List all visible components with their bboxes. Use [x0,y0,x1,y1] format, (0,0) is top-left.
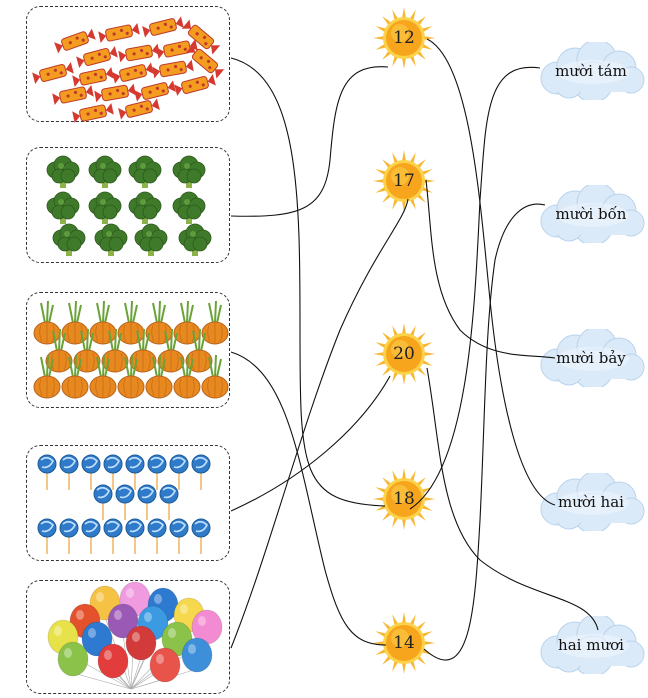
sun-18[interactable]: 18 [372,467,436,531]
onion-box [26,292,230,408]
cloud-icon [540,473,645,531]
line-broccoli-to-12 [230,66,389,217]
cloud-label: mười bốn [555,205,627,223]
cloud-icon [540,42,645,100]
cloud-icon [540,616,645,674]
line-balloon-to-17 [230,198,409,649]
sun-number: 14 [393,633,415,653]
cloud-label: mười bảy [556,349,626,367]
sun-icon [373,468,435,530]
line-14-to-muoi-bon [423,203,546,661]
cloud-muoi-tam[interactable]: mười tám [535,42,647,100]
cloud-muoi-bon[interactable]: mười bốn [535,185,647,243]
line-18-to-muoi-tam [409,66,541,510]
cloud-hai-muoi[interactable]: hai mươi [535,616,647,674]
cloud-label: hai mươi [558,636,624,654]
cloud-icon [540,185,645,243]
lollipop-icons [37,454,211,554]
cloud-muoi-hai[interactable]: mười hai [535,473,647,531]
balloon-box [26,580,230,694]
broccoli-icons [46,155,212,256]
line-onion-to-14 [230,351,387,646]
line-12-to-muoi-hai [426,38,556,506]
sun-icon [373,612,435,674]
sun-number: 17 [393,171,415,191]
line-candy-to-18 [230,57,386,507]
cloud-label: mười hai [558,493,624,511]
onion-icons [33,300,229,399]
sun-12[interactable]: 12 [372,6,436,70]
line-lollipop-to-20 [230,375,391,512]
cloud-label: mười tám [555,62,627,80]
sun-number: 12 [393,28,415,48]
candy-box [26,6,230,123]
sun-20[interactable]: 20 [372,322,436,386]
broccoli-box [26,147,230,263]
sun-icon [373,7,435,69]
balloon-icons [47,581,223,690]
line-20-to-hai-muoi [426,367,599,631]
sun-14[interactable]: 14 [372,611,436,675]
sun-icon [373,323,435,385]
sun-number: 20 [393,344,415,364]
sun-number: 18 [393,489,415,509]
lollipop-box [26,445,230,561]
candy-icons [32,16,225,123]
sun-icon [373,150,435,212]
sun-17[interactable]: 17 [372,149,436,213]
line-17-to-muoi-bay [425,179,556,359]
